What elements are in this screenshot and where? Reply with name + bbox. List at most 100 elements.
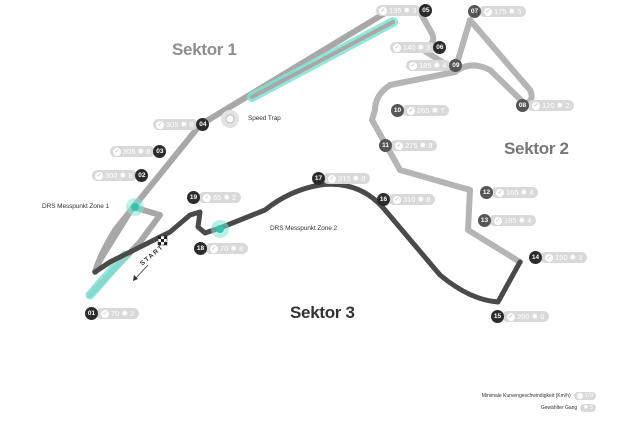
speed-check-icon: ✓ [95, 171, 103, 180]
speed-check-icon: ✓ [494, 216, 502, 225]
speed-trap-label: Speed Trap [248, 115, 281, 122]
corner-speed: 185 [419, 61, 432, 70]
corner-number: 16 [377, 193, 390, 206]
corner-info-pill: ✓120✹2 [527, 100, 575, 111]
gear-icon: ✹ [508, 6, 516, 16]
speed-check-icon: ✓ [409, 61, 417, 70]
corner-gear: 2 [565, 101, 570, 110]
corner-05: ✓135✹3 05 [376, 4, 433, 17]
corner-gear: 4 [529, 188, 534, 197]
corner-info-pill: ✓300✹8 [92, 170, 138, 181]
corner-number: 12 [480, 186, 493, 199]
corner-number: 05 [419, 4, 433, 17]
corner-number: 09 [449, 59, 463, 72]
corner-01: 01 ✓70✹2 [85, 307, 140, 320]
corner-gear: 8 [189, 120, 194, 129]
corner-number: 14 [529, 251, 542, 264]
speed-check-icon: ✓ [101, 309, 109, 318]
corner-info-pill: ✓305✹8 [110, 146, 156, 157]
speed-check-icon: ✓ [532, 101, 540, 110]
corner-number: 17 [312, 172, 325, 185]
gear-icon: ✹ [180, 119, 188, 129]
gear-icon: ✹ [433, 60, 441, 70]
legend-min-speed: Minimale Kurvengeschwindigkeit (Km/h) ✓1… [482, 392, 596, 400]
speed-check-icon: ✓ [113, 147, 121, 156]
gear-icon: ✹ [583, 405, 589, 411]
corner-13: 13 ✓185✹4 [478, 214, 537, 227]
corner-number: 19 [187, 191, 200, 204]
corner-gear: 8 [239, 244, 244, 253]
gear-icon: ✹ [419, 140, 427, 150]
corner-number: 02 [135, 169, 149, 182]
corner-number: 08 [516, 99, 529, 112]
gear-icon: ✹ [417, 194, 425, 204]
drs-zone-2-label: DRS Messpunkt Zone 2 [270, 225, 338, 232]
speed-check-icon: ✓ [156, 120, 164, 129]
corner-number: 07 [468, 5, 481, 18]
legend-speed-pill: ✓170 [573, 392, 596, 400]
corner-info-pill: ✓165✹4 [491, 187, 539, 198]
corner-info-pill: ✓70✹2 [96, 308, 140, 319]
corner-speed: 70 [220, 244, 229, 253]
gear-icon: ✹ [223, 192, 231, 202]
speed-check-icon: ✓ [407, 106, 415, 115]
speed-check-icon: ✓ [393, 195, 401, 204]
corner-speed: 275 [405, 141, 418, 150]
gear-icon: ✹ [556, 100, 564, 110]
corner-gear: 5 [517, 7, 522, 16]
corner-11: 11 ✓275✹8 [379, 139, 438, 152]
speed-check-icon: ✓ [379, 6, 387, 15]
corner-gear: 4 [442, 61, 447, 70]
drs-zone-1-label: DRS Messpunkt Zone 1 [42, 203, 110, 210]
corner-number: 18 [194, 242, 207, 255]
corner-info-pill: ✓265✹7 [402, 105, 450, 116]
gear-icon: ✹ [352, 173, 360, 183]
speed-check-icon: ✓ [496, 188, 504, 197]
speed-check-icon: ✓ [393, 43, 401, 52]
corner-04: ✓305✹8 04 [153, 118, 210, 131]
corner-gear: 8 [428, 141, 433, 150]
corner-number: 03 [153, 145, 167, 158]
corner-speed: 65 [213, 193, 222, 202]
corner-speed: 140 [403, 43, 416, 52]
gear-icon: ✹ [417, 42, 425, 52]
speed-check-icon: ✓ [328, 174, 336, 183]
corner-gear: 8 [146, 147, 151, 156]
corner-14: 14 ✓150✹3 [529, 251, 588, 264]
gear-icon: ✹ [518, 215, 526, 225]
legend-gear-label: Gewählter Gang [540, 405, 578, 411]
corner-speed: 315 [338, 174, 351, 183]
corner-speed: 305 [166, 120, 179, 129]
gear-icon: ✹ [403, 5, 411, 15]
corner-speed: 120 [542, 101, 555, 110]
corner-info-pill: ✓200✹6 [502, 311, 550, 322]
corner-number: 13 [478, 214, 491, 227]
corner-number: 10 [391, 104, 404, 117]
gear-icon: ✹ [119, 170, 127, 180]
corner-07: 07 ✓175✹5 [468, 5, 527, 18]
corner-speed: 185 [504, 216, 517, 225]
corner-gear: 7 [440, 106, 445, 115]
legend-gear: Gewählter Gang ✹5 [541, 404, 596, 412]
corner-info-pill: ✓150✹3 [540, 252, 588, 263]
corner-speed: 305 [123, 147, 136, 156]
corner-gear: 4 [527, 216, 532, 225]
corner-number: 04 [196, 118, 210, 131]
corner-info-pill: ✓275✹8 [390, 140, 438, 151]
gear-icon: ✹ [230, 243, 238, 253]
corner-speed: 165 [506, 188, 519, 197]
corner-speed: 200 [517, 312, 530, 321]
corner-info-pill: ✓310✹8 [388, 194, 436, 205]
corner-speed: 265 [417, 106, 430, 115]
corner-18: 18 ✓70✹8 [194, 242, 249, 255]
speed-check-icon: ✓ [203, 193, 211, 202]
legend-min-speed-label: Minimale Kurvengeschwindigkeit (Km/h) [481, 393, 571, 399]
corner-number: 01 [85, 307, 98, 320]
corner-info-pill: ✓175✹5 [479, 6, 527, 17]
corner-speed: 150 [555, 253, 568, 262]
corner-info-pill: ✓185✹4 [406, 60, 452, 71]
sector-3-label: Sektor 3 [290, 303, 355, 322]
corner-06: ✓140✹3 06 [390, 41, 447, 54]
corner-12: 12 ✓165✹4 [480, 186, 539, 199]
legend-min-speed-sample: 170 [584, 393, 593, 399]
